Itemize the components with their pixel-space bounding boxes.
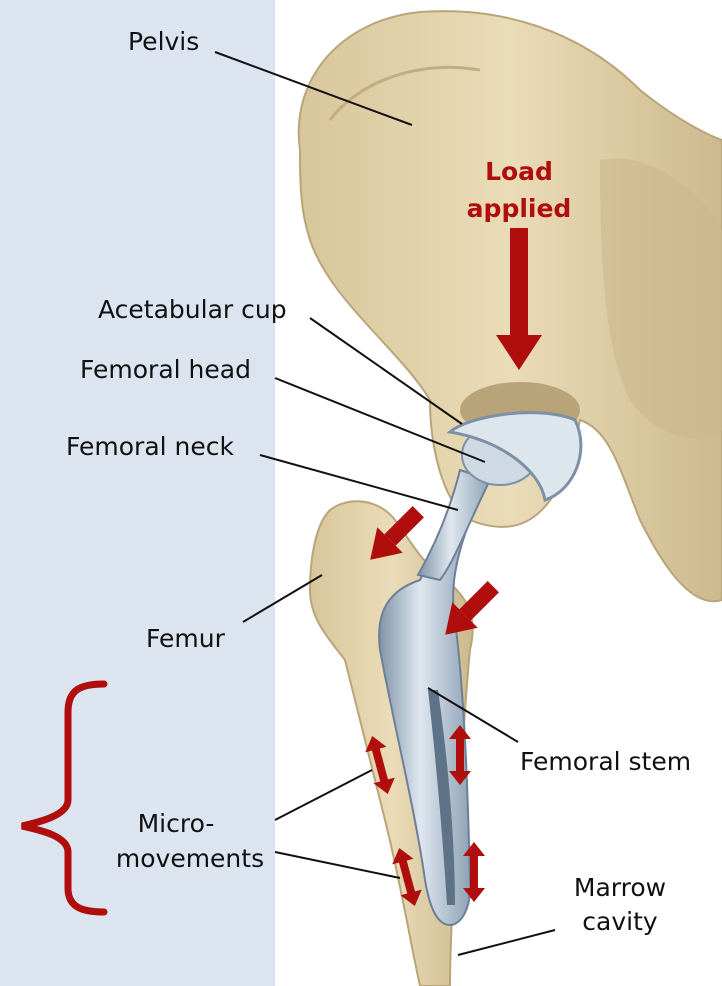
femur-label: Femur [146, 624, 226, 653]
micromovements-brace [22, 684, 104, 912]
load-label-line1: Load [485, 157, 553, 186]
pelvis-label: Pelvis [128, 27, 199, 56]
load-label-line2: applied [467, 194, 572, 223]
micromovements-label-line1: Micro- [138, 809, 215, 838]
marrow-label-line1: Marrow [574, 873, 666, 902]
femoral-neck-label: Femoral neck [66, 432, 235, 461]
femoral-stem-label: Femoral stem [520, 747, 691, 776]
micromovements-label-line2: movements [116, 844, 264, 873]
marrow-label-line2: cavity [582, 907, 658, 936]
femoral-head-label: Femoral head [80, 355, 251, 384]
acetabular-cup-label: Acetabular cup [98, 295, 287, 324]
